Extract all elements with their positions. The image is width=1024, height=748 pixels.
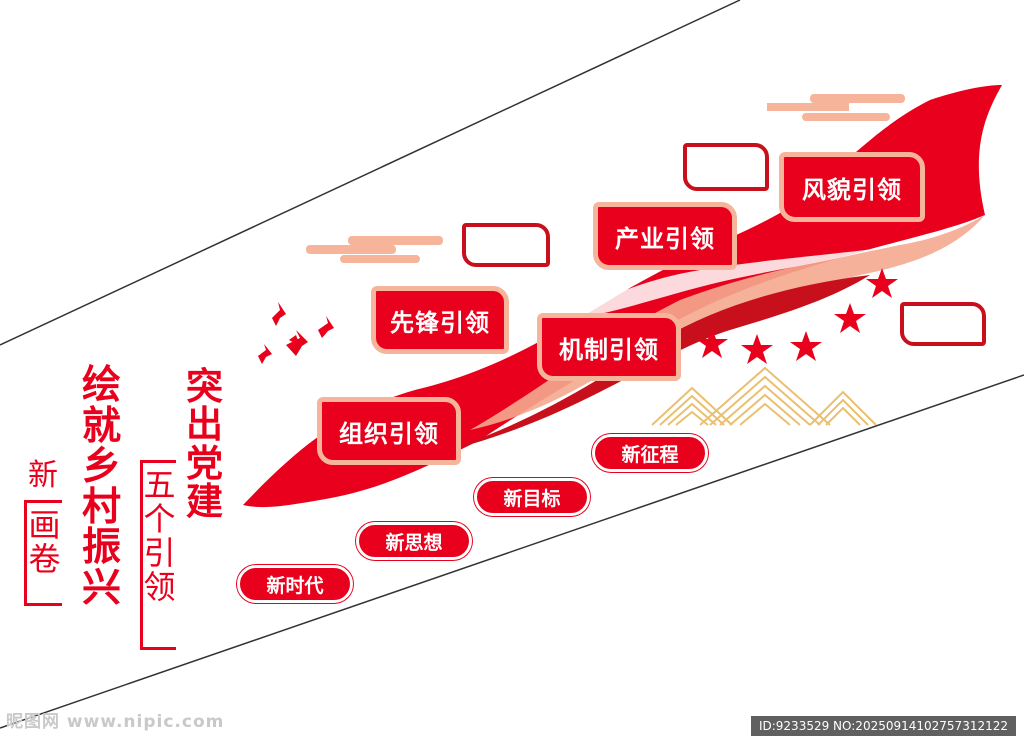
wall-line-top (0, 0, 741, 346)
star-icon (696, 268, 898, 364)
pill-new-goal: 新目标 (474, 478, 590, 516)
mountain-icon (651, 366, 877, 426)
bracket-scroll: 画卷 (24, 500, 62, 606)
title-highlight-party: 突出党建 (186, 365, 223, 524)
title-rural-revival: 绘就乡村振兴 (82, 363, 122, 611)
bird-icon (258, 302, 334, 364)
badge-appearance: 风貌引领 (779, 152, 925, 222)
empty-frame (900, 302, 986, 346)
pill-new-thought: 新思想 (356, 522, 472, 560)
empty-frame (683, 143, 769, 191)
bracket-five-leads: 五个引领 (140, 460, 176, 650)
badge-vanguard: 先锋引领 (371, 286, 509, 354)
wall-line-bottom (0, 374, 1024, 729)
badge-industry: 产业引领 (593, 202, 737, 270)
small-new-char: 新 (28, 458, 58, 493)
pill-new-era: 新时代 (237, 565, 353, 603)
cloud-icon (767, 94, 905, 121)
badge-mechanism: 机制引领 (537, 313, 681, 381)
badge-organization: 组织引领 (317, 397, 461, 465)
watermark-left: 昵图网 www.nipic.com (6, 712, 225, 732)
empty-frame (462, 223, 550, 267)
pill-new-journey: 新征程 (592, 434, 708, 472)
watermark-id: ID:9233529 NO:20250914102757312122 (750, 716, 1016, 736)
cloud-icon (306, 236, 443, 263)
